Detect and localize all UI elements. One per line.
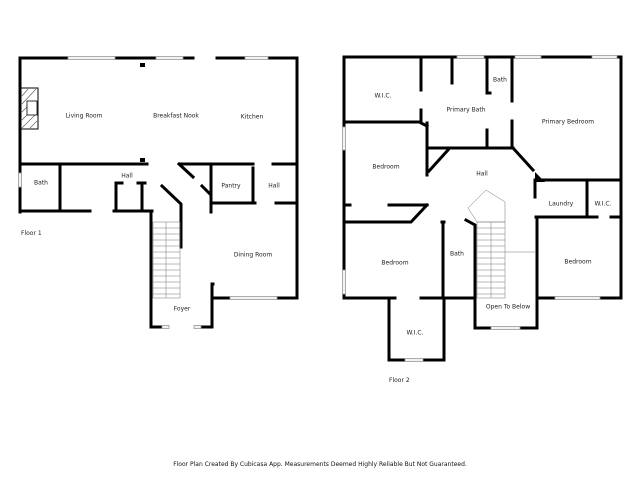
room-bedroom-se: Bedroom bbox=[564, 258, 592, 266]
room-wic-east: W.I.C. bbox=[594, 200, 612, 208]
room-dining-room: Dining Room bbox=[233, 251, 273, 259]
room-pantry: Pantry bbox=[221, 182, 241, 190]
room-wic-primary: W.I.C. bbox=[374, 92, 392, 100]
room-breakfast-nook: Breakfast Nook bbox=[153, 112, 199, 120]
fireplace-icon bbox=[20, 87, 39, 130]
floor2-stairs bbox=[467, 189, 535, 299]
room-primary-bath: Primary Bath bbox=[446, 106, 486, 114]
floor1-stairs bbox=[152, 221, 181, 299]
disclaimer-footer: Floor Plan Created By Cubicasa App. Meas… bbox=[173, 461, 467, 468]
room-bedroom-sw: Bedroom bbox=[381, 259, 409, 267]
floor1-walls bbox=[18, 56, 299, 329]
room-primary-bedroom: Primary Bedroom bbox=[541, 118, 595, 126]
room-wic-south: W.I.C. bbox=[406, 329, 424, 337]
floor2-label: Floor 2 bbox=[389, 377, 410, 384]
room-bath-f2: Bath bbox=[450, 250, 464, 258]
room-bath-f1: Bath bbox=[34, 179, 48, 187]
room-hall-f2: Hall bbox=[476, 170, 488, 178]
windows bbox=[18, 55, 618, 362]
room-hall-f1: Hall bbox=[121, 172, 133, 180]
room-hall-f1-east: Hall bbox=[268, 182, 280, 190]
room-open-to-below: Open To Below bbox=[485, 303, 531, 311]
room-foyer: Foyer bbox=[173, 305, 191, 313]
room-bath-small: Bath bbox=[493, 76, 507, 84]
room-laundry: Laundry bbox=[548, 200, 574, 208]
floor1-label: Floor 1 bbox=[21, 230, 42, 237]
room-bedroom-nw: Bedroom bbox=[372, 163, 400, 171]
floor2-walls bbox=[342, 55, 623, 362]
room-kitchen: Kitchen bbox=[240, 113, 264, 121]
room-living-room: Living Room bbox=[65, 112, 103, 120]
